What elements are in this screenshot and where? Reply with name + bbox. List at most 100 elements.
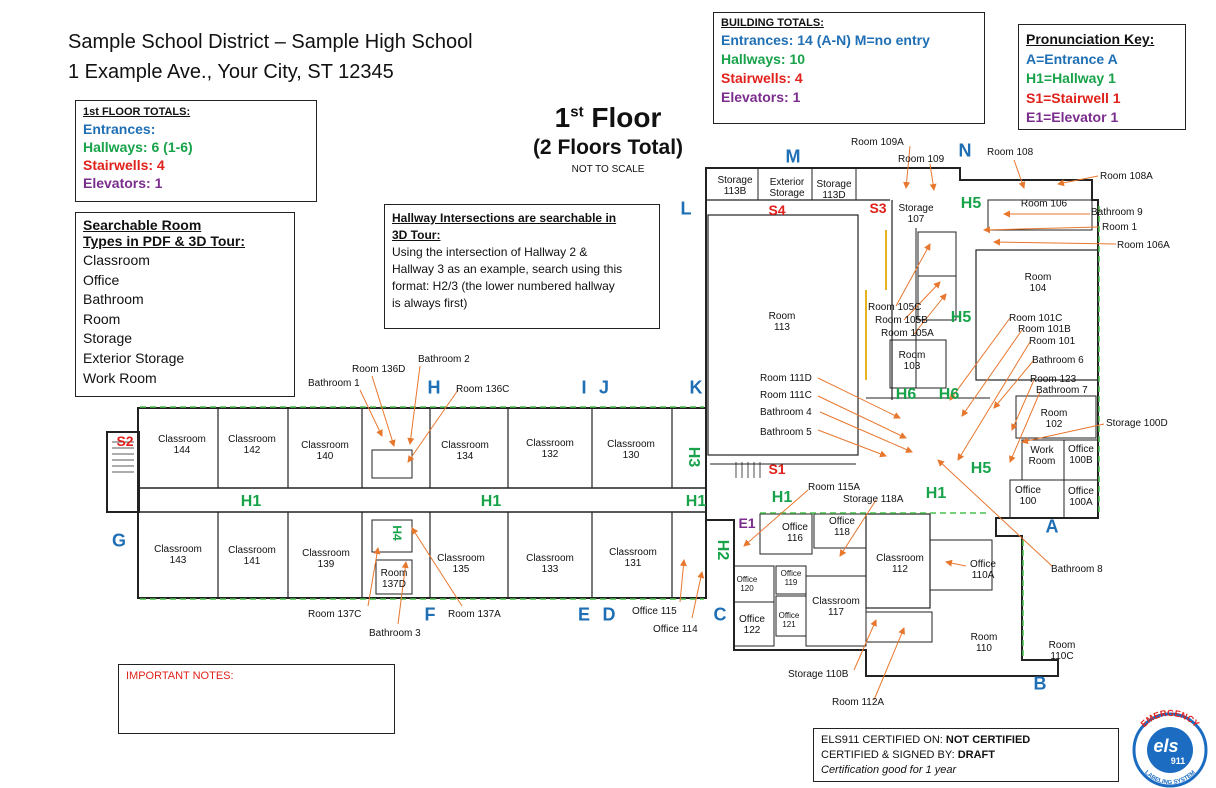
callout-label: Office 115 (632, 606, 677, 617)
key-elevator: E1=Elevator 1 (1026, 109, 1119, 125)
callout-label: Bathroom 7 (1036, 385, 1088, 396)
room-type-item: Office (83, 271, 120, 288)
entrance-marker: L (680, 198, 692, 219)
east-building-outline (705, 167, 1099, 677)
callout-label: Storage 118A (843, 494, 904, 505)
scale-note: NOT TO SCALE (571, 164, 645, 175)
room-type-item: Room (83, 310, 121, 327)
floor-title-block: 1st Floor (2 Floors Total) NOT TO SCALE (500, 102, 716, 175)
room-types-title-2: Types in PDF & 3D Tour: (83, 233, 246, 249)
hallway-marker: H6 (938, 386, 960, 403)
callout-label: Bathroom 1 (308, 378, 360, 389)
school-address: 1 Example Ave., Your City, ST 12345 (68, 61, 394, 83)
hallway-marker: H1 (685, 493, 707, 510)
hallway-marker: H1 (480, 493, 502, 510)
logo-num: 911 (1171, 756, 1186, 766)
pronunciation-key-box: Pronunciation Key: A=Entrance A H1=Hallw… (1018, 24, 1186, 130)
callout-label: Bathroom 9 (1091, 207, 1143, 218)
entrance-marker: H (427, 377, 441, 398)
entrance-marker: N (958, 140, 972, 161)
room-type-item: Exterior Storage (83, 349, 185, 366)
callout-label: Room 137C (308, 609, 362, 620)
building-hallways: Hallways: 10 (721, 51, 806, 67)
callout-label: Bathroom 2 (418, 354, 470, 365)
room-type-item: Bathroom (83, 291, 144, 308)
entrance-marker: K (689, 377, 703, 398)
entrance-marker: F (424, 604, 436, 625)
certified-on: ELS911 CERTIFIED ON: NOT CERTIFIED (821, 734, 1031, 746)
east-building (705, 167, 1099, 677)
floor-title: 1st Floor (554, 102, 662, 133)
entrance-marker: C (713, 604, 727, 625)
callout-label: Bathroom 3 (369, 628, 421, 639)
callout-label: Room 105A (881, 328, 934, 339)
stairwell-marker: S3 (869, 200, 887, 216)
callout-label: Room 101 (1029, 336, 1076, 347)
callout-label: Storage 100D (1106, 418, 1168, 429)
certification-box: ELS911 CERTIFIED ON: NOT CERTIFIED CERTI… (813, 728, 1119, 782)
room-type-item: Work Room (83, 369, 157, 386)
callout-arrows (359, 145, 1117, 701)
west-wing-outline (137, 407, 707, 599)
building-stairwells: Stairwells: 4 (721, 70, 803, 86)
callout-label: Room 108A (1100, 171, 1153, 182)
stairwell-marker: S4 (768, 202, 786, 218)
hallway-marker: H5 (960, 195, 982, 212)
callout-label: Room 1 (1102, 222, 1138, 233)
intersections-body-line: is always first) (392, 296, 468, 310)
hallway-marker: H2 (714, 539, 731, 561)
floor-subtitle: (2 Floors Total) (532, 136, 684, 159)
callout-label: Room 109A (851, 137, 904, 148)
hallway-marker: H5 (970, 460, 992, 477)
callout-label: Room 123 (1030, 374, 1077, 385)
yellow-walls (865, 230, 887, 380)
hallway-marker: H3 (685, 446, 702, 468)
floor-totals-box: 1st FLOOR TOTALS: Entrances: Hallways: 6… (75, 100, 317, 202)
callout-label: Room 136D (352, 364, 406, 375)
entrance-marker: G (111, 530, 127, 551)
floor-totals-title: 1st FLOOR TOTALS: (83, 106, 191, 118)
callout-label: Room 112A (832, 697, 885, 708)
west-wing (106, 407, 707, 599)
intersections-body-line: Hallway 3 as an example, search using th… (392, 262, 623, 276)
west-wing-exterior-dash (140, 406, 704, 600)
callout-label: Room 111D (760, 373, 812, 384)
entrance-marker: J (598, 377, 610, 398)
logo-main: els (1153, 736, 1178, 756)
callout-label: Room 105C (868, 302, 922, 313)
east-exterior-dash (760, 206, 1100, 658)
callout-label: Room 136C (456, 384, 510, 395)
callout-label: Room 101B (1018, 324, 1071, 335)
floor-hallways: Hallways: 6 (1-6) (83, 139, 193, 155)
callout-label: Storage 110B (788, 669, 849, 680)
hallway-marker: H5 (950, 309, 972, 326)
floor-entrances: Entrances: (83, 121, 156, 137)
certification-validity: Certification good for 1 year (821, 764, 957, 776)
intersections-body-line: Using the intersection of Hallway 2 & (392, 245, 588, 259)
hallway-marker: H1 (240, 493, 262, 510)
key-hallway: H1=Hallway 1 (1026, 70, 1116, 86)
room-label: Room 106 (1020, 198, 1068, 210)
callout-label: Room 106A (1117, 240, 1170, 251)
